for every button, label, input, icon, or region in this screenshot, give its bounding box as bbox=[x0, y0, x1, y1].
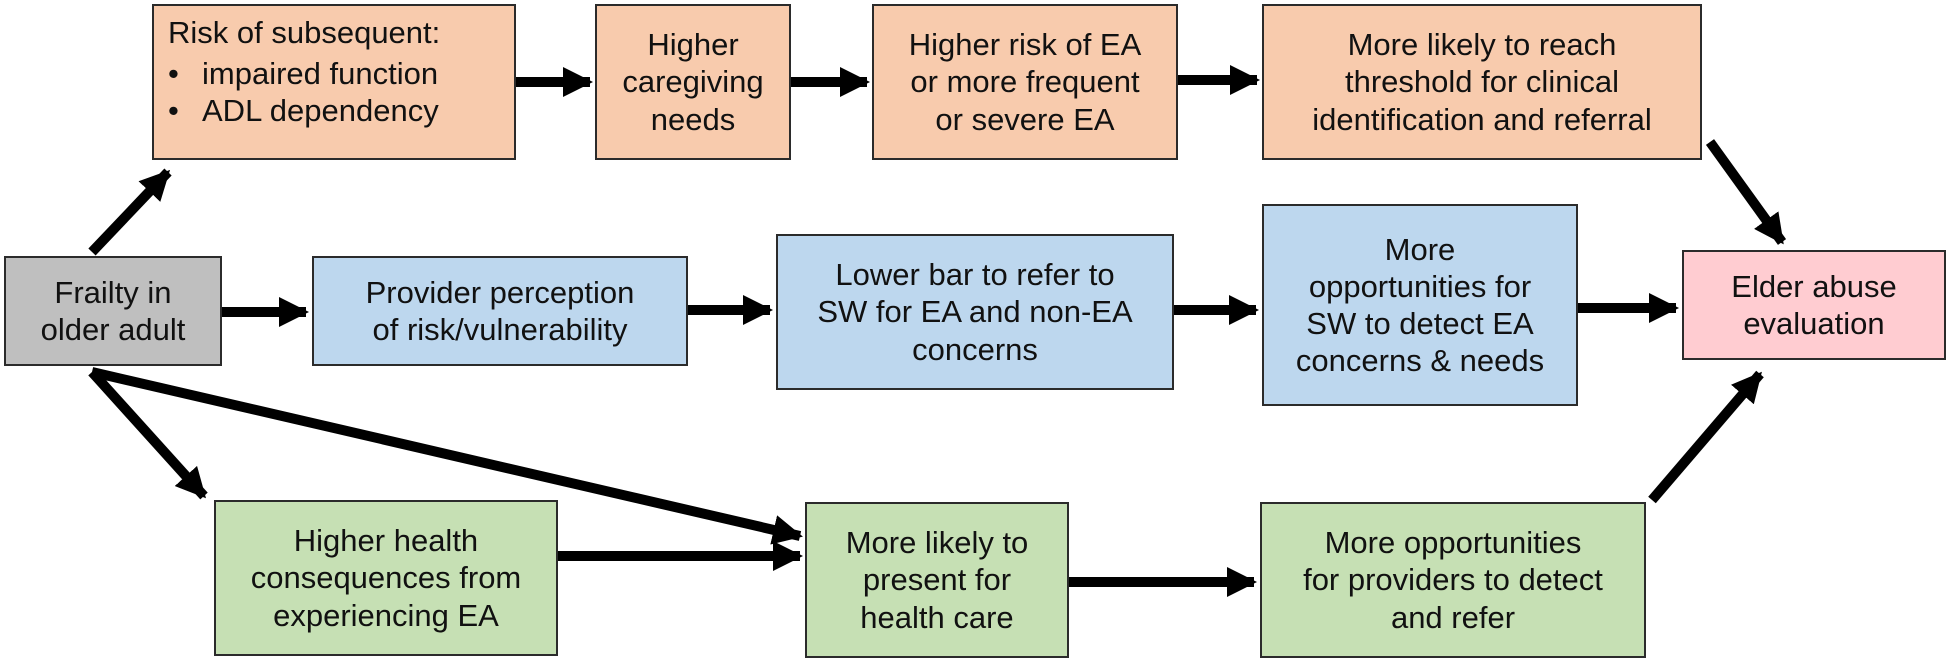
present-line-3: health care bbox=[860, 599, 1014, 635]
arrow-frailty-to-present bbox=[90, 367, 803, 545]
box-present-health-care: More likely to present for health care bbox=[805, 502, 1069, 658]
provider-perception-line-1: Provider perception bbox=[365, 274, 635, 310]
elder-abuse-line-1: Elder abuse bbox=[1731, 268, 1897, 304]
health-cons-line-1: Higher health bbox=[293, 523, 479, 559]
provider-opp-line-1: More opportunities bbox=[1324, 525, 1582, 561]
threshold-line-1: More likely to reach bbox=[1347, 27, 1617, 63]
frailty-line-1: Frailty in bbox=[54, 274, 172, 310]
higher-risk-line-3: or severe EA bbox=[935, 101, 1115, 137]
box-risk-subsequent: Risk of subsequent: impaired function AD… bbox=[152, 4, 516, 160]
lower-bar-line-2: SW for EA and non-EA bbox=[817, 294, 1133, 330]
health-cons-line-3: experiencing EA bbox=[273, 597, 499, 633]
arrow-threshold-to-elder-abuse bbox=[1705, 139, 1787, 245]
box-higher-risk-ea: Higher risk of EA or more frequent or se… bbox=[872, 4, 1178, 160]
threshold-line-2: threshold for clinical bbox=[1345, 64, 1619, 100]
box-provider-opportunities: More opportunities for providers to dete… bbox=[1260, 502, 1646, 658]
box-caregiving-needs: Higher caregiving needs bbox=[595, 4, 791, 160]
provider-perception-line-2: of risk/vulnerability bbox=[372, 312, 628, 347]
risk-subsequent-heading: Risk of subsequent: bbox=[168, 15, 441, 50]
box-elder-abuse-evaluation: Elder abuse evaluation bbox=[1682, 250, 1946, 360]
provider-opp-line-2: for providers to detect bbox=[1303, 562, 1603, 598]
box-frailty: Frailty in older adult bbox=[4, 256, 222, 366]
box-health-consequences: Higher health consequences from experien… bbox=[214, 500, 558, 656]
health-cons-line-2: consequences from bbox=[250, 560, 522, 596]
sw-opp-line-1: More bbox=[1384, 231, 1456, 267]
arrow-provider-opp-to-elder-abuse bbox=[1648, 370, 1764, 504]
threshold-line-3: identification and referral bbox=[1312, 101, 1652, 137]
risk-item-adl-dependency: ADL dependency bbox=[168, 92, 440, 129]
higher-risk-line-2: or more frequent bbox=[910, 64, 1140, 100]
sw-opp-line-2: opportunities for bbox=[1308, 268, 1532, 304]
arrow-frailty-to-health-consequences bbox=[88, 368, 208, 500]
box-sw-opportunities: More opportunities for SW to detect EA c… bbox=[1262, 204, 1578, 406]
sw-opp-line-4: concerns & needs bbox=[1295, 343, 1545, 379]
provider-opp-line-3: and refer bbox=[1390, 599, 1516, 635]
present-line-1: More likely to bbox=[845, 525, 1029, 561]
arrow-frailty-to-risk bbox=[88, 168, 172, 256]
box-threshold: More likely to reach threshold for clini… bbox=[1262, 4, 1702, 160]
elder-abuse-line-2: evaluation bbox=[1743, 306, 1885, 341]
caregiving-line-2: caregiving bbox=[622, 64, 764, 100]
box-lower-bar: Lower bar to refer to SW for EA and non-… bbox=[776, 234, 1174, 390]
caregiving-line-3: needs bbox=[650, 101, 736, 137]
sw-opp-line-3: SW to detect EA bbox=[1306, 306, 1534, 341]
present-line-2: present for bbox=[862, 562, 1012, 598]
caregiving-line-1: Higher bbox=[647, 27, 739, 63]
box-provider-perception: Provider perception of risk/vulnerabilit… bbox=[312, 256, 688, 366]
risk-subsequent-list: impaired function ADL dependency bbox=[168, 55, 440, 130]
lower-bar-line-1: Lower bar to refer to bbox=[835, 257, 1115, 293]
lower-bar-line-3: concerns bbox=[912, 331, 1038, 367]
risk-item-impaired-function: impaired function bbox=[168, 55, 440, 92]
frailty-line-2: older adult bbox=[40, 312, 186, 347]
higher-risk-line-1: Higher risk of EA bbox=[908, 27, 1142, 63]
